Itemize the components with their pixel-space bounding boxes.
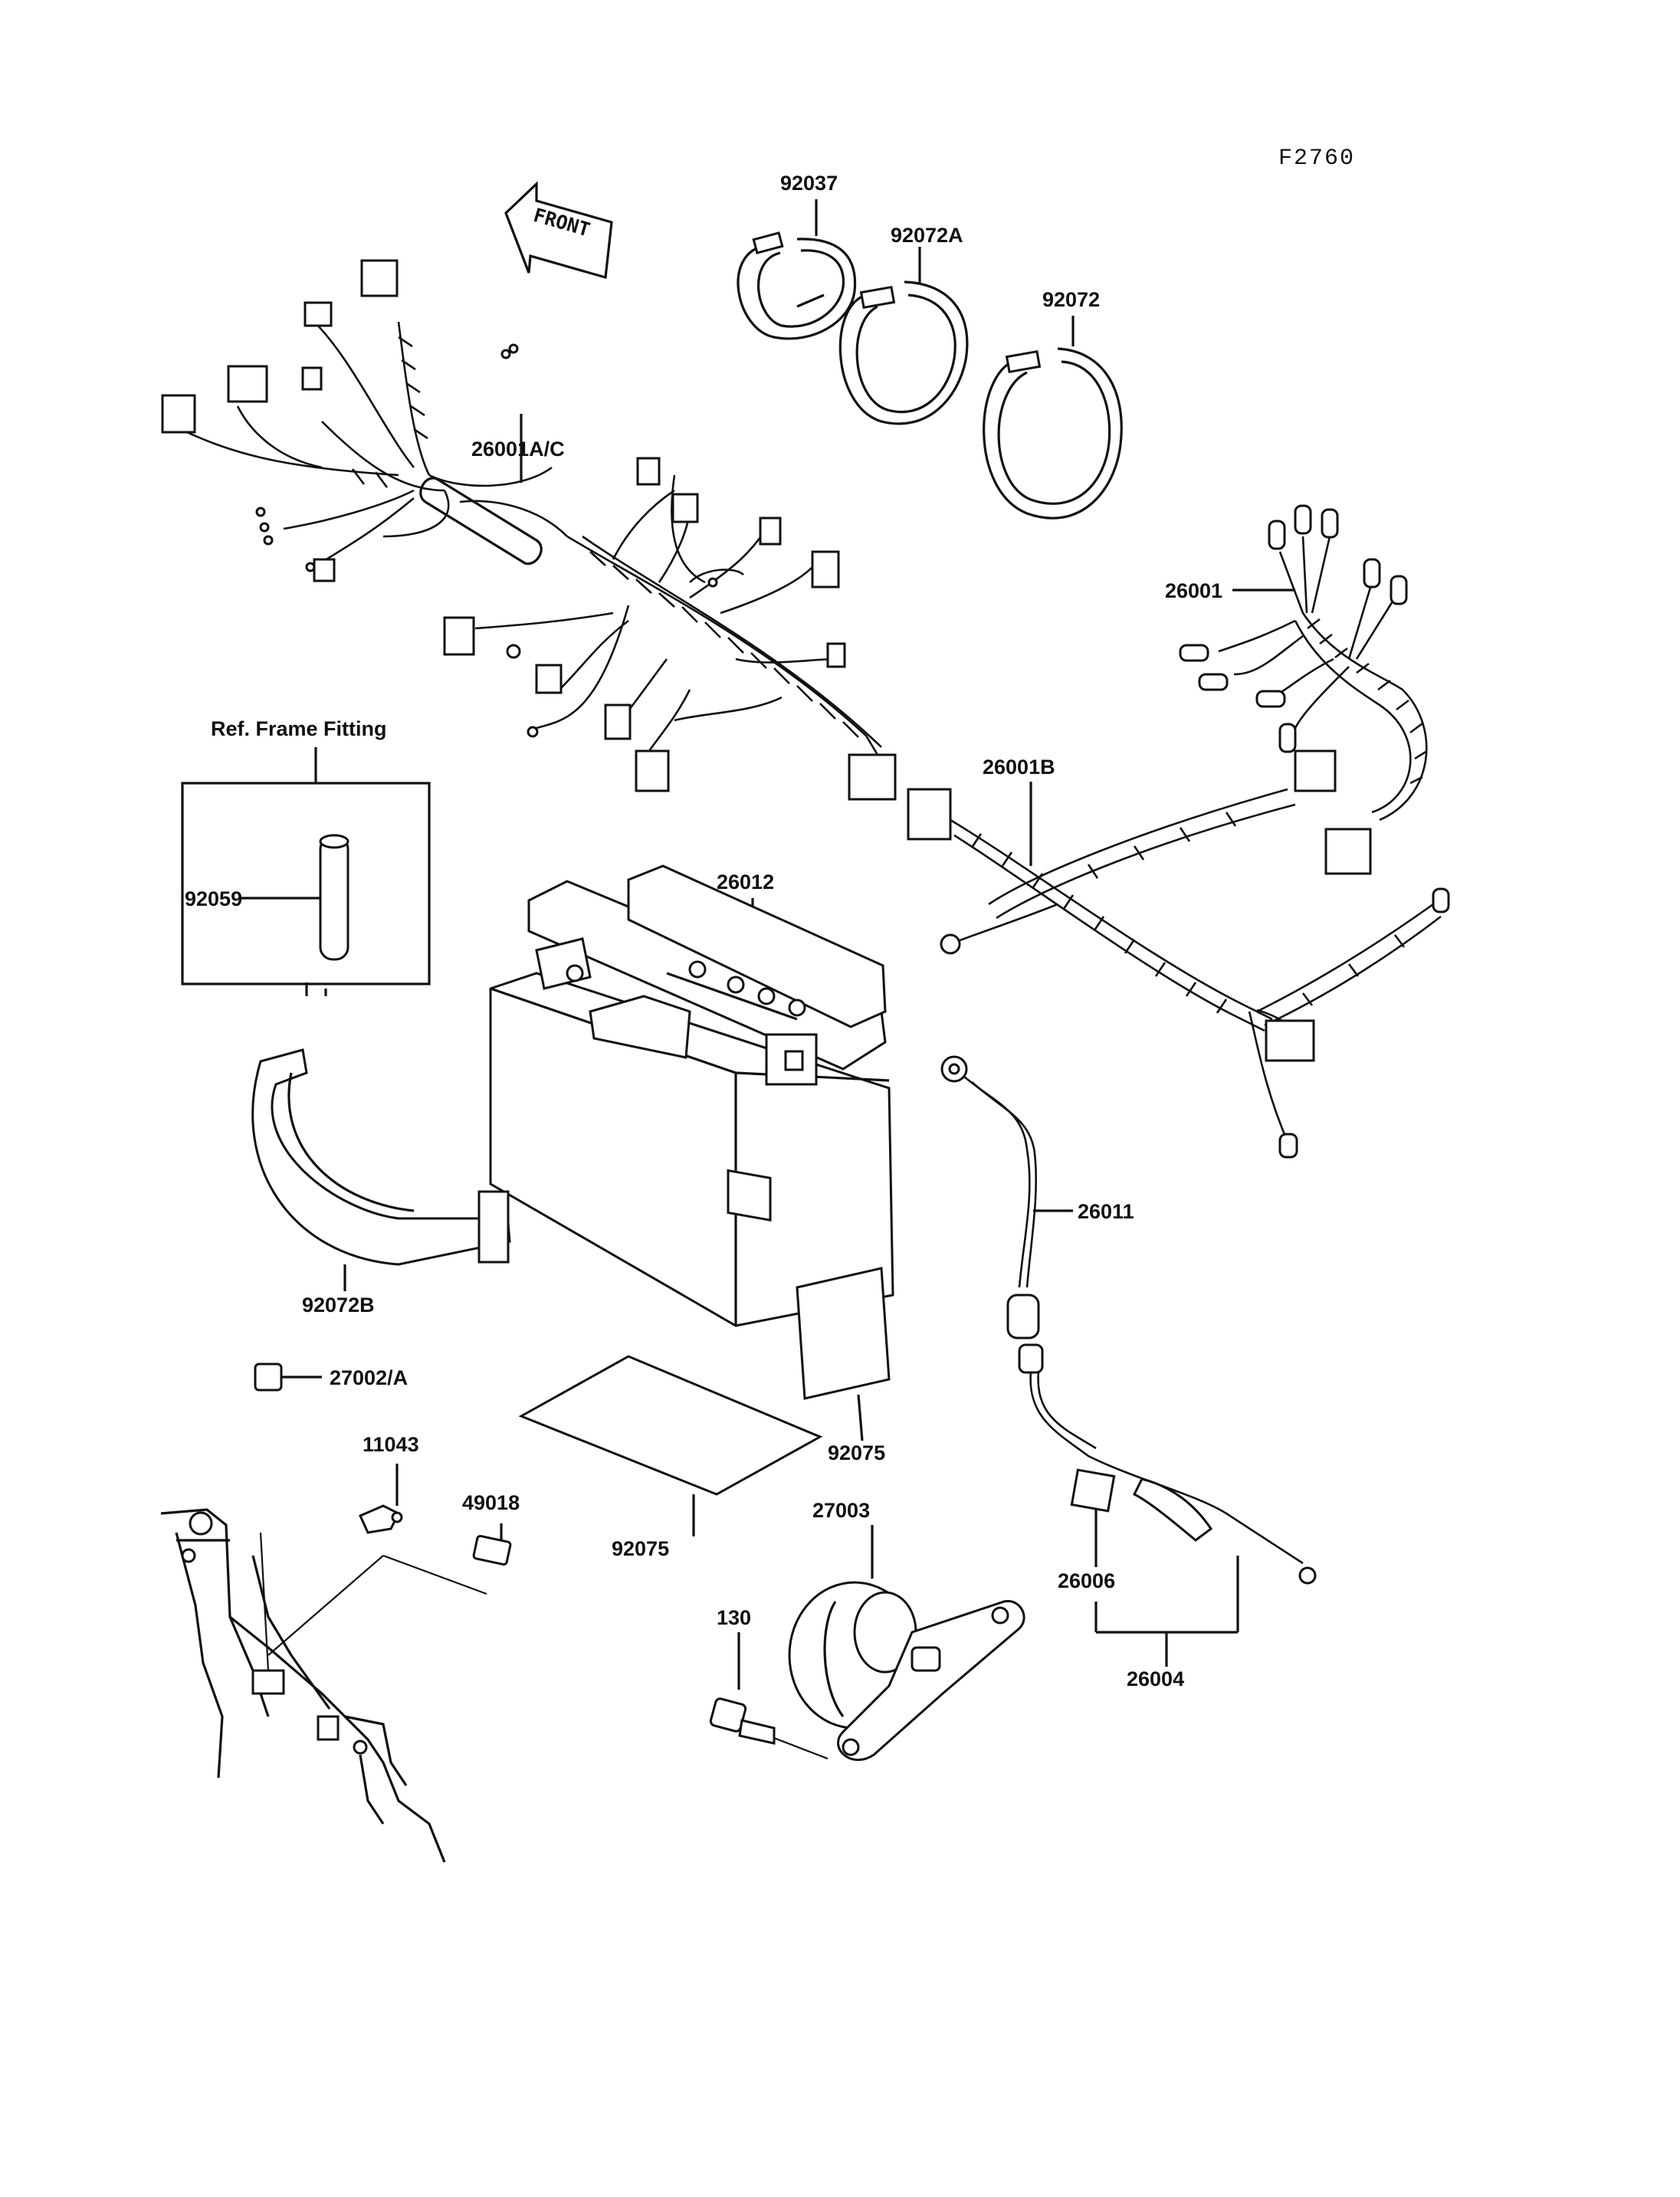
label-92075-a: 92075 xyxy=(828,1441,885,1464)
label-27002A: 27002/A xyxy=(330,1366,408,1389)
ref-box-part: 92059 xyxy=(185,887,242,910)
front-arrow-label: FRONT xyxy=(531,204,592,241)
band-92037: 92037 xyxy=(737,172,857,340)
label-92072: 92072 xyxy=(1042,288,1100,311)
battery-strap-92072B: 92072B xyxy=(251,1048,511,1317)
label-26011: 26011 xyxy=(1078,1200,1134,1223)
label-92075-b: 92075 xyxy=(612,1537,669,1560)
battery-26012: 26012 xyxy=(489,864,894,1327)
label-26001B: 26001B xyxy=(983,756,1055,779)
label-130: 130 xyxy=(717,1606,751,1629)
fuse-assembly-26004: 26006 26004 xyxy=(1029,1371,1317,1690)
frame-fitting: 27002/A 11043 49018 xyxy=(160,1362,520,1863)
label-26006: 26006 xyxy=(1058,1569,1115,1592)
label-26004: 26004 xyxy=(1127,1667,1184,1690)
label-26001: 26001 xyxy=(1165,579,1222,602)
label-49018: 49018 xyxy=(462,1491,520,1514)
main-harness-26001AC: 26001A/C xyxy=(161,259,897,801)
bolt-130: 130 xyxy=(709,1606,829,1760)
label-27003: 27003 xyxy=(812,1499,870,1522)
ref-box-title: Ref. Frame Fitting xyxy=(211,717,387,740)
figure-id: F2760 xyxy=(1278,146,1355,172)
ref-frame-fitting-box: Ref. Frame Fitting 92059 xyxy=(181,717,431,996)
label-26012: 26012 xyxy=(717,871,774,894)
label-92037: 92037 xyxy=(780,172,838,195)
label-92072A: 92072A xyxy=(891,224,963,247)
harness-26001B: 26001B xyxy=(907,749,1450,1159)
battery-pads-92075: 92075 92075 xyxy=(518,1267,891,1560)
horn-27003: 27003 xyxy=(788,1499,1025,1761)
harness-26001: 26001 xyxy=(1165,504,1428,875)
battery-cable-26011: 26011 xyxy=(940,1055,1134,1374)
front-arrow: FRONT xyxy=(504,181,613,280)
label-11043: 11043 xyxy=(363,1433,419,1456)
label-26001AC: 26001A/C xyxy=(471,438,565,461)
band-92072: 92072 xyxy=(983,288,1123,520)
label-92072B: 92072B xyxy=(302,1294,375,1317)
band-92072A: 92072A xyxy=(838,224,969,425)
